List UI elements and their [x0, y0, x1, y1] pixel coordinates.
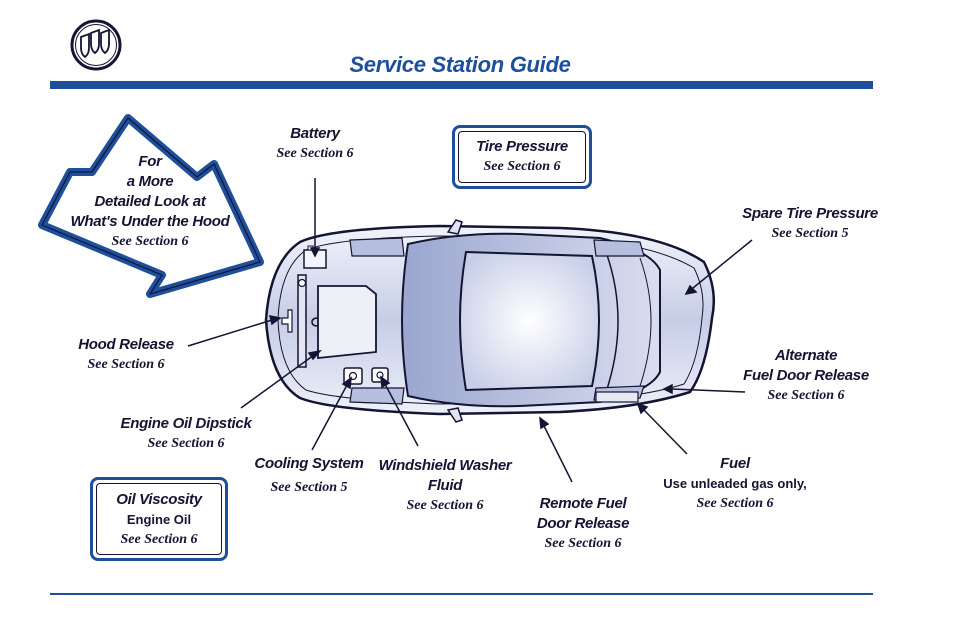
oil-viscosity-section: See Section 6 [120, 532, 198, 547]
engine-oil-dipstick-section: See Section 6 [147, 436, 225, 451]
fuel-label: Fuel Use unleaded gas only, See Section … [652, 454, 818, 514]
washer-fluid-line2: Fluid [427, 477, 463, 494]
spare-tire-section: See Section 5 [771, 226, 849, 241]
title-rule [50, 81, 873, 89]
arrow-line-1: For [138, 153, 162, 170]
oil-viscosity-box: Oil Viscosity Engine Oil See Section 6 [90, 477, 228, 561]
fuel-note: Use unleaded gas only, [663, 476, 807, 491]
hood-release-section: See Section 6 [87, 357, 165, 372]
page-title: Service Station Guide [349, 52, 571, 77]
alternate-fuel-door-line1: Alternate [774, 347, 838, 364]
cooling-system-section: See Section 5 [270, 480, 348, 495]
remote-fuel-door-line1: Remote Fuel [539, 495, 627, 512]
alternate-fuel-door-label: Alternate Fuel Door Release See Section … [736, 346, 876, 406]
arrow-line-2: a More [126, 173, 174, 190]
engine-oil-dipstick-title: Engine Oil Dipstick [120, 415, 252, 432]
oil-viscosity-title: Oil Viscosity [116, 491, 202, 508]
engine-oil-dipstick-label: Engine Oil Dipstick See Section 6 [108, 414, 264, 454]
cooling-system-title: Cooling System [254, 455, 364, 472]
remote-fuel-door-line2: Door Release [536, 515, 630, 532]
alternate-fuel-door-section: See Section 6 [767, 388, 845, 403]
washer-fluid-line1: Windshield Washer [378, 457, 512, 474]
battery-label: Battery See Section 6 [255, 124, 375, 164]
bottom-rule [50, 593, 873, 595]
tire-pressure-box: Tire Pressure See Section 6 [452, 125, 592, 189]
remote-fuel-door-label: Remote Fuel Door Release See Section 6 [524, 494, 642, 554]
oil-viscosity-subtitle: Engine Oil [126, 512, 192, 527]
alternate-fuel-door-line2: Fuel Door Release [743, 367, 869, 384]
spare-tire-label: Spare Tire Pressure See Section 5 [712, 204, 908, 244]
tire-pressure-title: Tire Pressure [476, 138, 568, 155]
washer-fluid-label: Windshield Washer Fluid See Section 6 [372, 456, 518, 516]
spare-tire-title: Spare Tire Pressure [742, 205, 878, 222]
cooling-system-label: Cooling System See Section 5 [250, 454, 368, 498]
remote-fuel-door-section: See Section 6 [544, 536, 622, 551]
arrow-line-3: Detailed Look at [94, 193, 206, 210]
fuel-title: Fuel [720, 455, 750, 472]
washer-fluid-section: See Section 6 [406, 498, 484, 513]
fuel-section: See Section 6 [696, 496, 774, 511]
hood-release-label: Hood Release See Section 6 [60, 335, 192, 375]
tire-pressure-section: See Section 6 [483, 159, 561, 174]
arrow-line-4: What's Under the Hood [70, 213, 230, 230]
hood-release-title: Hood Release [78, 336, 174, 353]
battery-section: See Section 6 [276, 146, 354, 161]
arrow-section: See Section 6 [111, 234, 189, 249]
battery-title: Battery [290, 125, 340, 142]
hood-arrow-label[interactable]: For a More Detailed Look at What's Under… [60, 152, 240, 252]
buick-logo-icon [70, 19, 122, 71]
